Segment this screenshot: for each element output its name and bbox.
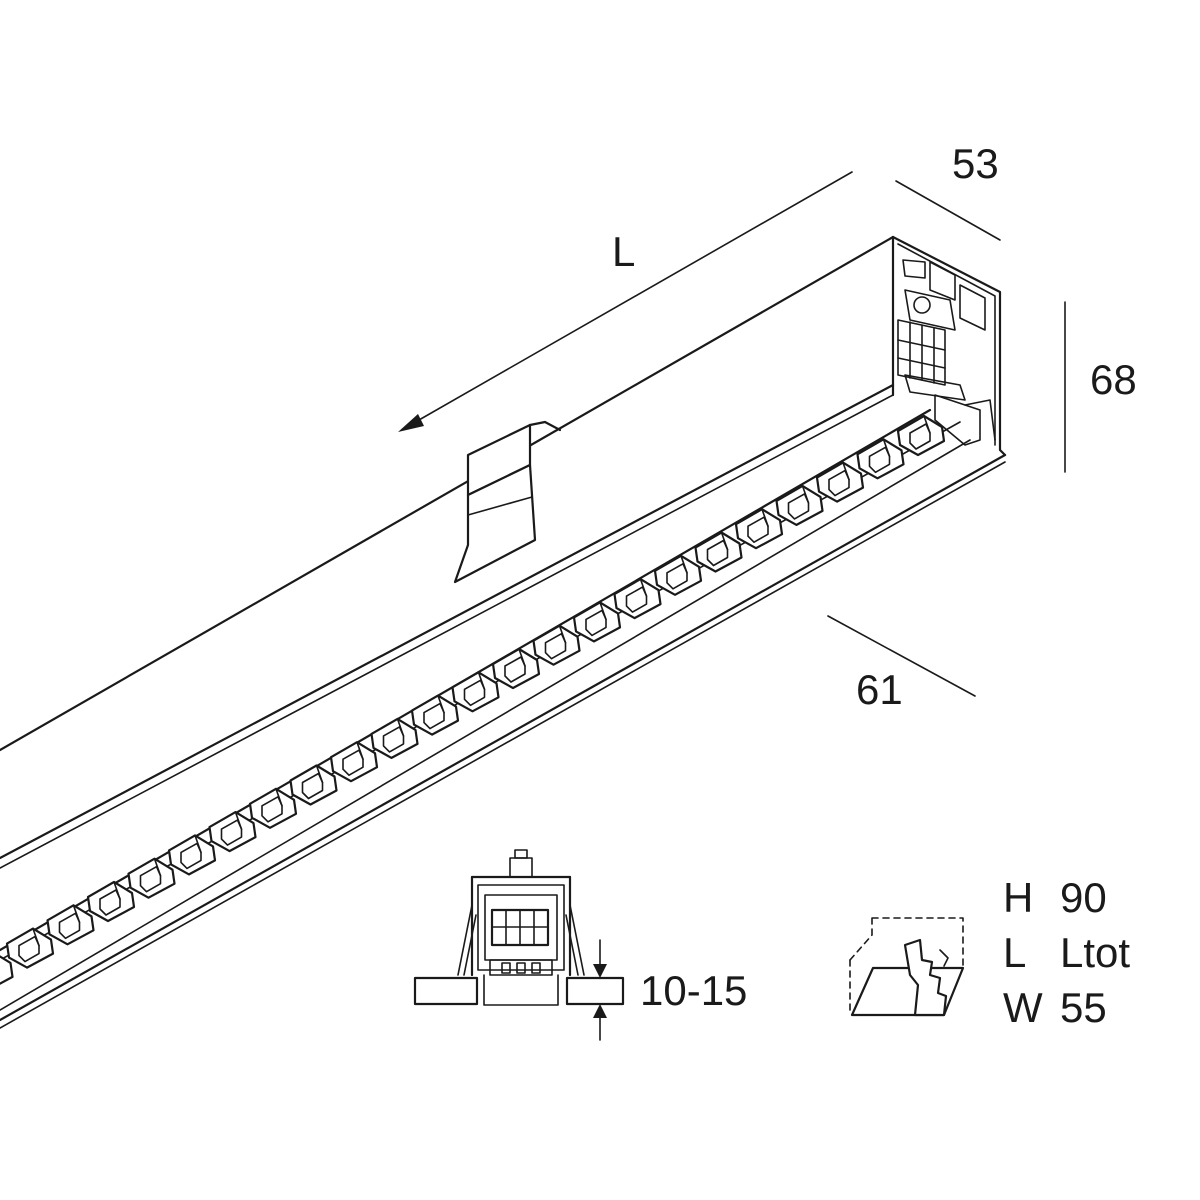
led-lens-cell xyxy=(329,741,379,783)
length-label: L xyxy=(612,228,635,275)
arrow-head-icon xyxy=(398,414,424,432)
led-lens-cell xyxy=(775,484,824,526)
cutout-key-h: H xyxy=(1003,874,1033,921)
ceiling-panel-left xyxy=(413,976,479,1006)
arrow-up-icon xyxy=(593,1004,607,1018)
led-lens-cell xyxy=(0,955,14,985)
cutout-value-h: 90 xyxy=(1060,874,1107,921)
led-lens-cell xyxy=(208,811,257,853)
led-lens-cell xyxy=(127,857,176,899)
led-lens-cell xyxy=(289,764,338,806)
led-lens-cell xyxy=(451,671,500,713)
end-cap-profile xyxy=(897,243,996,446)
cutout-key-l: L xyxy=(1003,929,1026,976)
width-dimension: 61 xyxy=(827,615,976,713)
led-lens-cell xyxy=(694,531,743,573)
cutout-spec: H 90 L Ltot W 55 xyxy=(1003,874,1130,1031)
led-lens-cell xyxy=(653,554,703,596)
led-lens-cell xyxy=(734,508,784,550)
cutout-value-w: 55 xyxy=(1060,984,1107,1031)
led-lens-cell xyxy=(856,438,905,480)
led-lens-cell xyxy=(613,578,662,620)
arrow-down-icon xyxy=(593,964,607,978)
led-lens-row xyxy=(0,414,946,985)
height-dimension: 68 xyxy=(1064,301,1137,473)
cutout-value-l: Ltot xyxy=(1060,929,1130,976)
cutout-icon xyxy=(849,917,965,1017)
led-lens-cell xyxy=(896,414,946,457)
led-lens-cell xyxy=(46,904,95,946)
ceiling-panel-right xyxy=(565,976,625,1006)
led-lens-cell xyxy=(5,927,55,969)
cutout-key-w: W xyxy=(1003,984,1043,1031)
led-lens-cell xyxy=(248,787,298,829)
led-lens-cell xyxy=(815,461,865,503)
led-lens-cell xyxy=(491,647,541,690)
led-lens-cell xyxy=(532,624,581,666)
height-label: 68 xyxy=(1090,356,1137,403)
led-lens-cell xyxy=(86,880,136,923)
led-lens-cell xyxy=(572,601,622,643)
cross-section-detail: 10-15 xyxy=(413,849,747,1041)
depth-label: 53 xyxy=(952,140,999,187)
ceiling-thickness-label: 10-15 xyxy=(640,967,747,1014)
led-lens-cell xyxy=(410,694,460,736)
led-lens-cell xyxy=(167,834,217,876)
mounting-clip xyxy=(453,420,562,584)
width-label: 61 xyxy=(856,666,903,713)
length-dimension: L xyxy=(398,171,853,432)
depth-dimension: 53 xyxy=(895,140,1001,241)
led-lens-cell xyxy=(370,717,419,759)
